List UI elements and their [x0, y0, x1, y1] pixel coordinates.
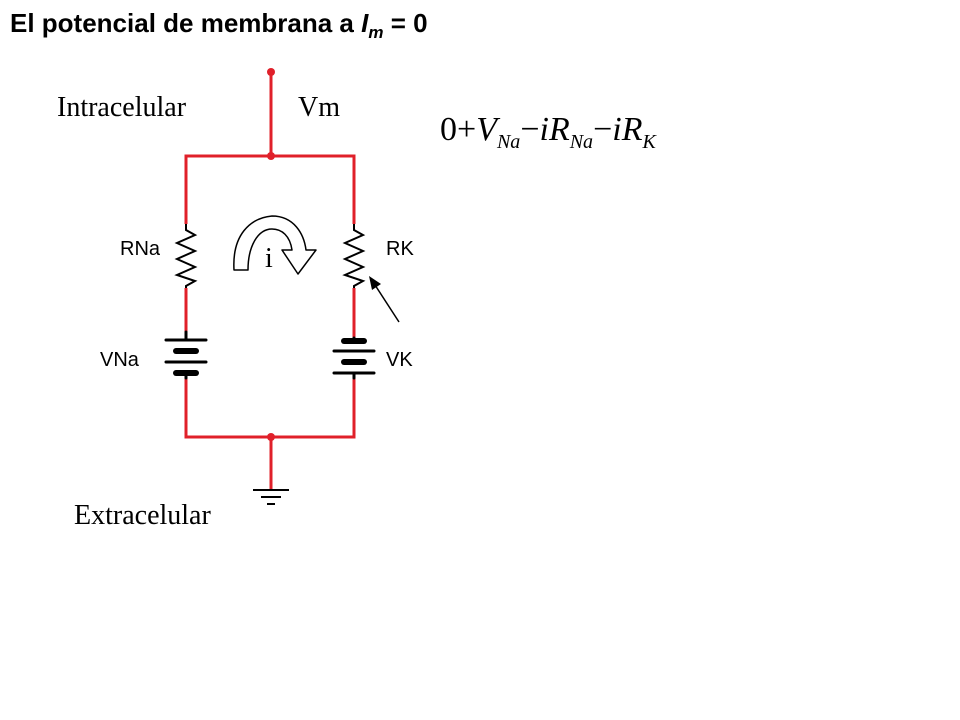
ground-symbol: [253, 489, 289, 505]
eq-plus: +: [457, 111, 476, 148]
label-current-i: i: [265, 243, 273, 274]
wire-top-rail: [184, 154, 356, 224]
label-vna: VNa: [100, 349, 140, 371]
circuit-wires: [184, 72, 356, 490]
eq-minus-2: −: [593, 111, 612, 148]
eq-zero: 0: [440, 111, 457, 148]
title-prefix: El potencial de membrana a: [10, 8, 362, 38]
wire-bottom-rail: [184, 378, 356, 439]
resistor-rk: [342, 224, 366, 288]
eq-r2-subscript: K: [641, 131, 657, 153]
pointer-arrow-line: [374, 284, 400, 323]
label-rna: RNa: [120, 238, 161, 260]
eq-ir-1: iR: [540, 111, 570, 148]
node-vm-terminal: [267, 68, 275, 76]
label-vm: Vm: [298, 92, 340, 123]
title-current-symbol: I: [361, 8, 369, 38]
node-bottom-junction: [267, 433, 275, 441]
current-loop-arrow: [233, 215, 317, 275]
battery-vk: [332, 336, 376, 380]
node-top-junction: [267, 152, 275, 160]
label-intracelular: Intracelular: [57, 92, 187, 123]
label-rk: RK: [386, 238, 414, 260]
eq-v-subscript: Na: [496, 131, 520, 153]
battery-vna: [164, 330, 208, 380]
kirchhoff-equation: 0+VNa−iRNa−iRK: [440, 111, 657, 153]
eq-ir-2: iR: [612, 111, 642, 148]
eq-minus-1: −: [520, 111, 539, 148]
label-extracelular: Extracelular: [74, 500, 211, 531]
resistor-rna: [174, 224, 198, 288]
slide-title: El potencial de membrana a Im = 0: [10, 8, 428, 43]
title-suffix: = 0: [383, 8, 428, 38]
eq-r1-subscript: Na: [569, 131, 593, 153]
title-current-subscript: m: [368, 23, 384, 42]
pointer-arrow-head: [369, 276, 381, 290]
label-vk: VK: [386, 349, 413, 371]
